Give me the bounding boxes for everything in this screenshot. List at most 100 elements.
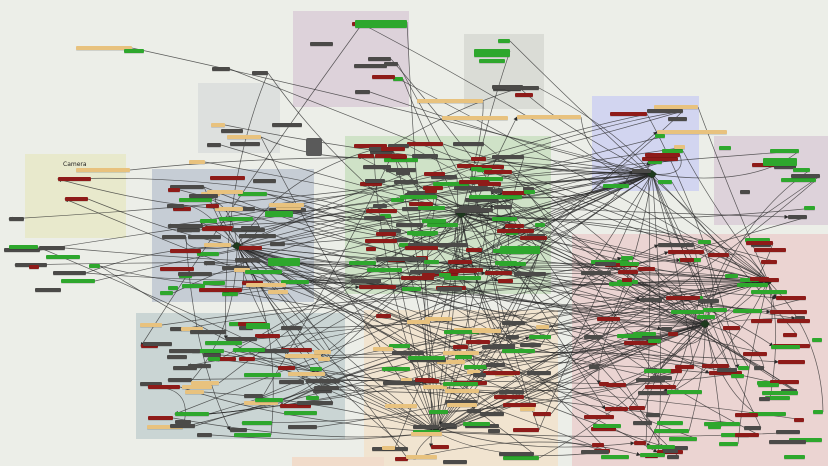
graph-node-300[interactable] [503, 456, 539, 460]
graph-node-435[interactable] [354, 64, 387, 68]
graph-node-287[interactable] [771, 345, 800, 349]
graph-node-6[interactable] [517, 115, 581, 119]
graph-node-135[interactable] [466, 248, 482, 252]
graph-node-20[interactable] [222, 292, 238, 296]
graph-node-371[interactable] [188, 364, 211, 368]
graph-node-167[interactable] [459, 180, 489, 184]
graph-node-432[interactable] [372, 75, 395, 79]
graph-node-large-481[interactable] [355, 20, 407, 28]
graph-node-425[interactable] [190, 330, 226, 334]
graph-node-356[interactable] [410, 358, 446, 362]
graph-node-36[interactable] [179, 274, 192, 278]
graph-node-242[interactable] [661, 327, 672, 331]
graph-node-377[interactable] [181, 327, 203, 331]
graph-node-390[interactable] [288, 372, 325, 376]
graph-node-232[interactable] [668, 250, 704, 254]
graph-node-406[interactable] [147, 425, 183, 429]
graph-node-180[interactable] [654, 429, 689, 433]
graph-node-223[interactable] [592, 443, 604, 447]
graph-node-128[interactable] [354, 144, 387, 148]
graph-node-large-485[interactable] [268, 258, 300, 266]
graph-node-395[interactable] [167, 355, 187, 359]
graph-node-124[interactable] [506, 231, 518, 235]
graph-node-222[interactable] [754, 366, 764, 370]
graph-node-330[interactable] [520, 343, 541, 347]
graph-node-99[interactable] [384, 158, 418, 162]
graph-node-396[interactable] [244, 394, 263, 398]
graph-node-209[interactable] [581, 271, 611, 275]
graph-node-336[interactable] [473, 373, 486, 377]
graph-node-184[interactable] [702, 364, 729, 368]
graph-node-43[interactable] [182, 284, 205, 288]
graph-node-149[interactable] [439, 273, 451, 277]
graph-node-107[interactable] [470, 177, 503, 181]
graph-node-7[interactable] [272, 123, 302, 127]
graph-node-441[interactable] [515, 93, 533, 97]
graph-node-269[interactable] [667, 390, 702, 394]
graph-node-387[interactable] [284, 411, 317, 415]
graph-node-303[interactable] [465, 424, 499, 428]
graph-node-151[interactable] [498, 279, 513, 283]
graph-node-230[interactable] [629, 406, 645, 410]
graph-node-464[interactable] [207, 143, 221, 147]
graph-node-130[interactable] [485, 271, 512, 275]
graph-node-399[interactable] [279, 380, 304, 384]
graph-node-123[interactable] [535, 223, 545, 227]
graph-node-271[interactable] [644, 369, 671, 373]
graph-node-212[interactable] [680, 258, 694, 262]
graph-node-448[interactable] [658, 180, 672, 184]
graph-node-171[interactable] [424, 172, 445, 176]
graph-node-450[interactable] [645, 153, 680, 157]
graph-node-26[interactable] [223, 288, 242, 292]
graph-node-480[interactable] [65, 197, 88, 201]
graph-node-186[interactable] [675, 365, 694, 369]
graph-node-262[interactable] [717, 368, 737, 372]
graph-node-153[interactable] [425, 189, 437, 193]
graph-node-10[interactable] [76, 168, 130, 172]
graph-node-210[interactable] [658, 243, 694, 247]
graph-node-444[interactable] [642, 157, 678, 161]
graph-node-225[interactable] [737, 283, 768, 287]
graph-node-476[interactable] [89, 264, 100, 268]
graph-node-466[interactable] [211, 123, 225, 127]
graph-node-276[interactable] [746, 241, 773, 245]
graph-node-273[interactable] [640, 453, 665, 457]
graph-node-189[interactable] [795, 316, 805, 320]
graph-node-119[interactable] [364, 216, 385, 220]
graph-node-204[interactable] [698, 240, 711, 244]
graph-node-49[interactable] [160, 267, 194, 271]
graph-node-76[interactable] [491, 189, 503, 193]
graph-node-452[interactable] [610, 112, 647, 116]
graph-node-198[interactable] [621, 256, 633, 260]
graph-node-426[interactable] [148, 416, 173, 420]
graph-node-92[interactable] [492, 155, 524, 159]
graph-node-187[interactable] [749, 412, 786, 416]
graph-node-386[interactable] [203, 353, 221, 357]
graph-node-275[interactable] [671, 310, 704, 314]
graph-node-large-483[interactable] [763, 158, 797, 166]
graph-node-95[interactable] [366, 209, 397, 213]
graph-node-299[interactable] [455, 355, 472, 359]
graph-node-62[interactable] [235, 258, 259, 262]
graph-node-359[interactable] [407, 320, 430, 324]
graph-node-422[interactable] [318, 357, 330, 361]
graph-node-14[interactable] [197, 252, 219, 256]
graph-node-355[interactable] [385, 404, 417, 408]
graph-node-453[interactable] [647, 109, 683, 113]
graph-node-431[interactable] [368, 57, 391, 61]
graph-node-345[interactable] [502, 349, 535, 353]
graph-node-200[interactable] [762, 391, 798, 395]
graph-node-272[interactable] [708, 253, 729, 257]
graph-node-4[interactable] [417, 99, 483, 103]
graph-node-52[interactable] [168, 188, 180, 192]
graph-node-340[interactable] [373, 347, 393, 351]
graph-node-411[interactable] [306, 379, 333, 383]
graph-node-421[interactable] [169, 349, 200, 353]
graph-node-434[interactable] [355, 90, 370, 94]
graph-node-316[interactable] [494, 395, 524, 399]
graph-node-248[interactable] [648, 339, 661, 343]
graph-node-213[interactable] [601, 455, 629, 459]
graph-node-462[interactable] [793, 168, 810, 172]
graph-node-216[interactable] [777, 319, 810, 323]
